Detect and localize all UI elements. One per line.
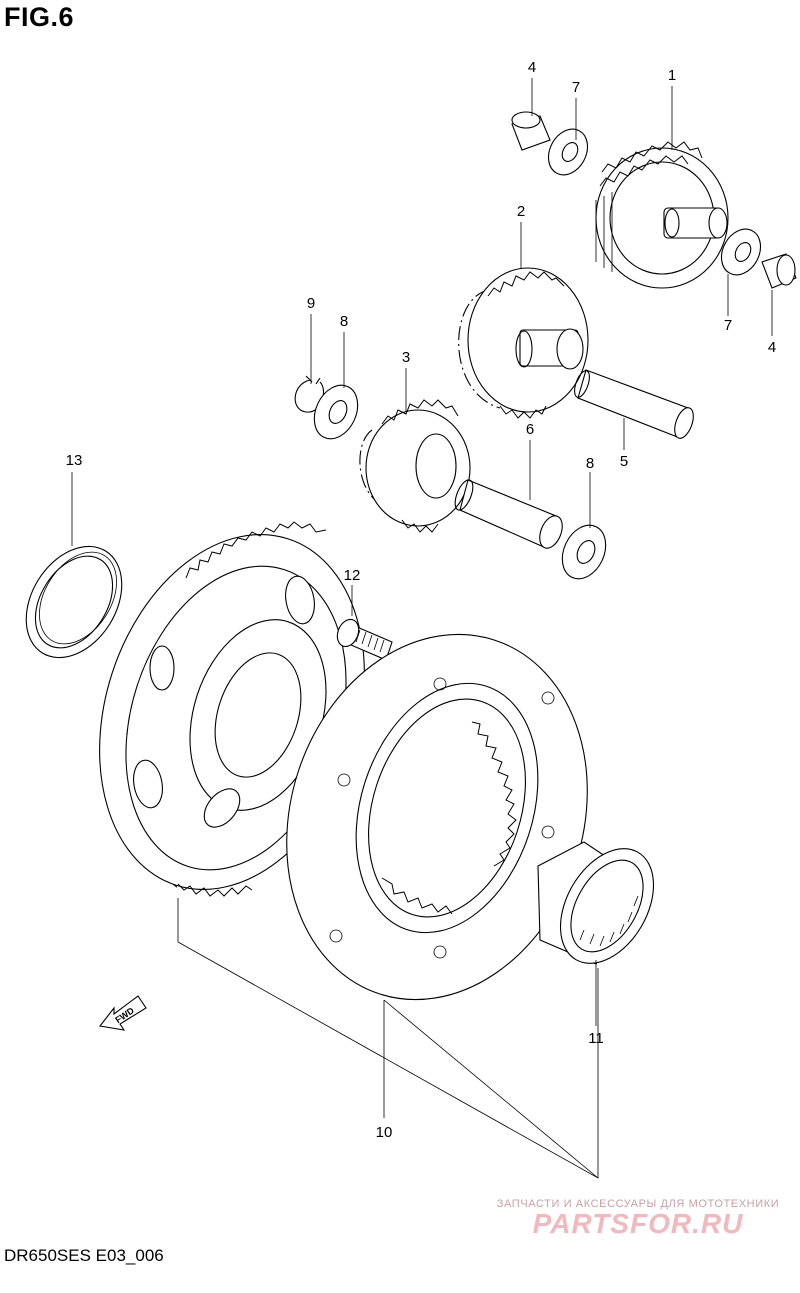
- callout-labels: 1 2 3 4 4 5 6 7 7 8 8 9 10 11 12 13: [66, 59, 777, 1141]
- part-2-idler-gear: [458, 267, 589, 419]
- part-3-reduction-gear: [359, 399, 471, 533]
- watermark-brand: PARTSFOR.RU: [532, 1208, 744, 1239]
- callout-7-lower: 7: [724, 317, 732, 334]
- callout-13: 13: [66, 452, 83, 469]
- callout-9: 9: [307, 295, 315, 312]
- callout-12: 12: [344, 567, 361, 584]
- callout-3: 3: [402, 349, 410, 366]
- watermark: ЗАПЧАСТИ И АКСЕССУАРЫ ДЛЯ МОТОТЕХНИКИ PA…: [488, 1198, 788, 1240]
- part-8-washer-upper: [313, 384, 359, 440]
- part-4-bushing-upper: [511, 111, 551, 151]
- callout-7-upper: 7: [572, 79, 580, 96]
- watermark-tagline: ЗАПЧАСТИ И АКСЕССУАРЫ ДЛЯ МОТОТЕХНИКИ: [496, 1198, 780, 1210]
- callout-2: 2: [517, 203, 525, 220]
- part-8-washer-lower: [561, 524, 607, 580]
- figure-title: FIG.6: [4, 2, 75, 32]
- part-6-shaft: [454, 479, 563, 549]
- part-10-clutch-housing: [286, 633, 588, 1001]
- callout-4-lower: 4: [768, 339, 776, 356]
- part-7-washer-upper: [547, 128, 589, 176]
- callout-10: 10: [376, 1124, 393, 1141]
- part-5-shaft: [574, 369, 694, 439]
- callout-11: 11: [588, 1030, 604, 1047]
- callout-1: 1: [668, 67, 676, 84]
- part-1-gear-assembly: [595, 141, 729, 289]
- part-13-seal-ring: [25, 545, 123, 659]
- part-11-needle-bearing: [537, 841, 655, 965]
- callout-8-lower: 8: [586, 455, 594, 472]
- callout-5: 5: [620, 453, 628, 470]
- leader-lines: [71, 78, 773, 1179]
- part-7-washer-lower: [720, 228, 762, 276]
- fwd-direction-arrow: FWD: [98, 995, 147, 1031]
- callout-6: 6: [526, 421, 534, 438]
- diagram-code: DR650SES E03_006: [4, 1246, 164, 1265]
- callout-4-upper: 4: [528, 59, 536, 76]
- part-4-bushing-lower: [761, 253, 797, 289]
- callout-8-upper: 8: [340, 313, 348, 330]
